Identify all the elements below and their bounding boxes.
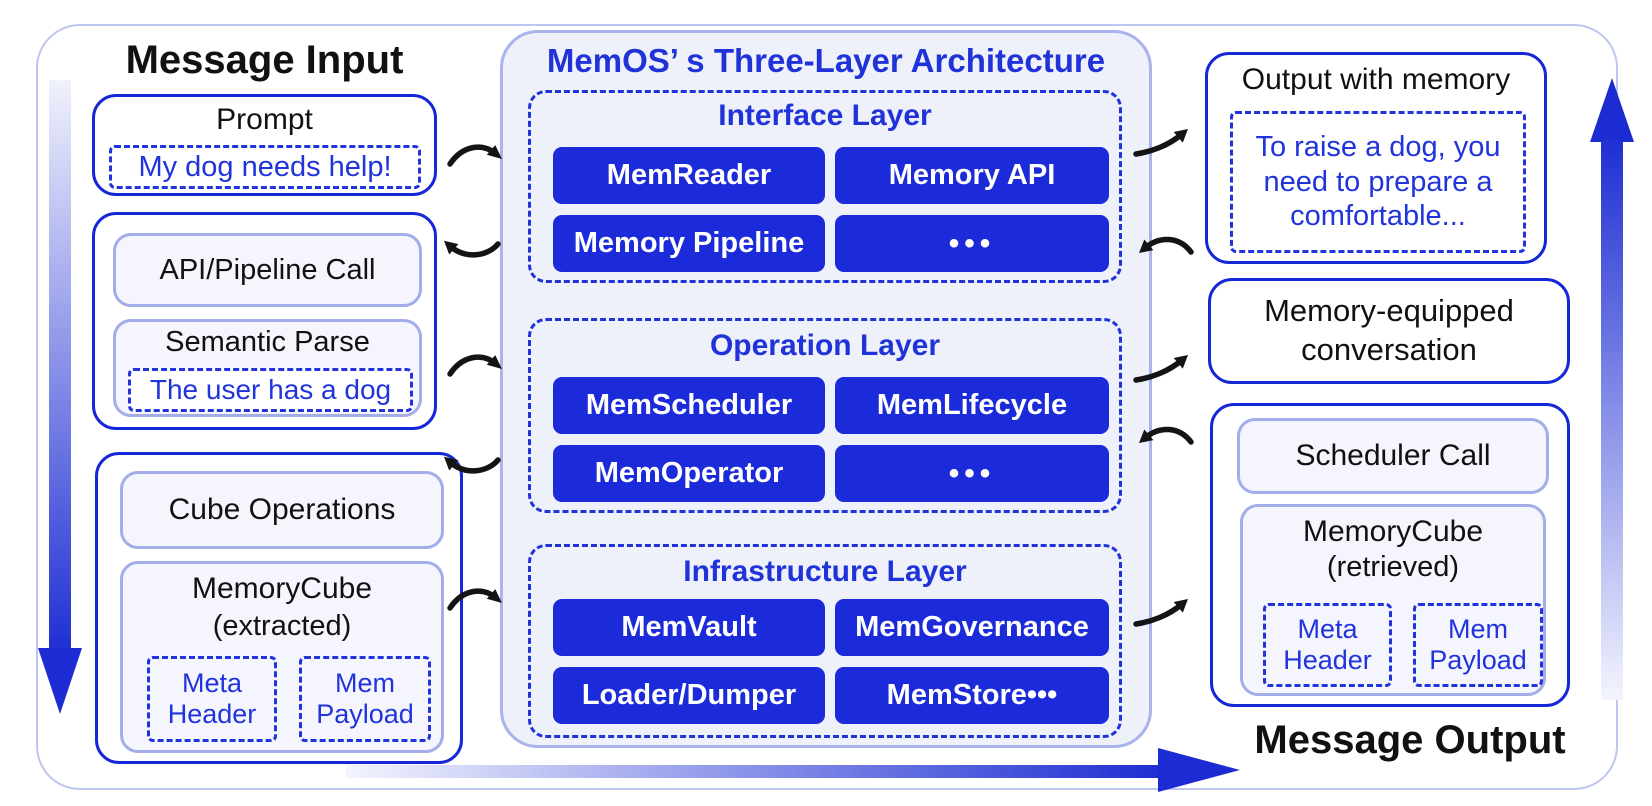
memos-architecture-title: MemOS’ s Three-Layer Architecture bbox=[546, 42, 1106, 79]
memory-equipped-conversation-box: Memory-equipped conversation bbox=[1208, 278, 1570, 384]
scheduler-call-box: Scheduler Call bbox=[1237, 418, 1549, 494]
memvault-module: MemVault bbox=[553, 599, 825, 656]
operation-layer-title: Operation Layer bbox=[709, 329, 941, 362]
flow-out-arrow-icon bbox=[1133, 599, 1188, 627]
scheduler-group: Scheduler Call MemoryCube (retrieved) Me… bbox=[1210, 403, 1570, 707]
memstore-module: MemStore••• bbox=[835, 667, 1109, 724]
semantic-parse-text: The user has a dog bbox=[128, 368, 413, 412]
bottom-flow-right-arrow-icon bbox=[346, 748, 1240, 792]
memorycube-sublabel: (extracted) bbox=[212, 610, 352, 642]
prompt-group: Prompt My dog needs help! bbox=[92, 94, 437, 196]
memory-pipeline-module: Memory Pipeline bbox=[553, 215, 825, 272]
flow-in-arrow-icon bbox=[447, 144, 502, 167]
interface-layer: Interface Layer MemReader Memory API Mem… bbox=[528, 90, 1122, 283]
memorycube-retrieved-box: MemoryCube (retrieved) Meta Header Mem P… bbox=[1240, 504, 1546, 696]
memorycube-label: MemoryCube bbox=[191, 572, 373, 605]
interface-more-module: ••• bbox=[835, 215, 1109, 272]
memoperator-module: MemOperator bbox=[553, 445, 825, 502]
output-with-memory-group: Output with memory To raise a dog, you n… bbox=[1205, 52, 1547, 264]
loader-dumper-module: Loader/Dumper bbox=[553, 667, 825, 724]
prompt-example-text: My dog needs help! bbox=[109, 145, 421, 189]
infrastructure-layer-title: Infrastructure Layer bbox=[683, 555, 967, 588]
memorycube-retrieved-label: MemoryCube bbox=[1302, 515, 1484, 548]
memorycube-extracted-box: MemoryCube (extracted) Meta Header Mem P… bbox=[120, 561, 444, 753]
memorycube-retrieved-sublabel: (retrieved) bbox=[1326, 551, 1460, 583]
output-example-text: To raise a dog, you need to prepare a co… bbox=[1230, 111, 1526, 253]
memreader-module: MemReader bbox=[553, 147, 825, 204]
flow-return-arrow-icon bbox=[1139, 426, 1194, 445]
flow-in-arrow-icon bbox=[447, 588, 502, 611]
flow-back-arrow-icon bbox=[444, 240, 501, 258]
flow-return-arrow-icon bbox=[1139, 236, 1194, 255]
memscheduler-module: MemScheduler bbox=[553, 377, 825, 434]
infrastructure-layer: Infrastructure Layer MemVault MemGoverna… bbox=[528, 544, 1122, 738]
output-with-memory-title: Output with memory bbox=[1241, 63, 1511, 96]
memlifecycle-module: MemLifecycle bbox=[835, 377, 1109, 434]
operation-layer: Operation Layer MemScheduler MemLifecycl… bbox=[528, 318, 1122, 513]
semantic-parse-box: Semantic Parse The user has a dog bbox=[113, 319, 422, 417]
mem-payload-chip: Mem Payload bbox=[299, 656, 431, 742]
call-group: API/Pipeline Call Semantic Parse The use… bbox=[92, 212, 437, 430]
output-flow-up-arrow-icon bbox=[1590, 78, 1634, 700]
flow-in-arrow-icon bbox=[447, 354, 502, 377]
cube-group: Cube Operations MemoryCube (extracted) M… bbox=[95, 452, 463, 764]
input-flow-down-arrow-icon bbox=[38, 80, 82, 714]
flow-out-arrow-icon bbox=[1133, 355, 1188, 383]
message-output-title: Message Output bbox=[1254, 718, 1566, 762]
message-input-title: Message Input bbox=[125, 38, 404, 82]
flow-out-arrow-icon bbox=[1133, 129, 1188, 157]
flow-back-arrow-icon bbox=[444, 456, 501, 474]
api-pipeline-call-box: API/Pipeline Call bbox=[113, 233, 422, 307]
meta-header-chip: Meta Header bbox=[1263, 603, 1392, 687]
semantic-parse-label: Semantic Parse bbox=[165, 326, 370, 358]
cube-operations-box: Cube Operations bbox=[120, 471, 444, 549]
meta-header-chip: Meta Header bbox=[147, 656, 277, 742]
operation-more-module: ••• bbox=[835, 445, 1109, 502]
mem-payload-chip: Mem Payload bbox=[1413, 603, 1543, 687]
memgovernance-module: MemGovernance bbox=[835, 599, 1109, 656]
prompt-title: Prompt bbox=[216, 103, 313, 136]
interface-layer-title: Interface Layer bbox=[718, 99, 932, 132]
memory-api-module: Memory API bbox=[835, 147, 1109, 204]
